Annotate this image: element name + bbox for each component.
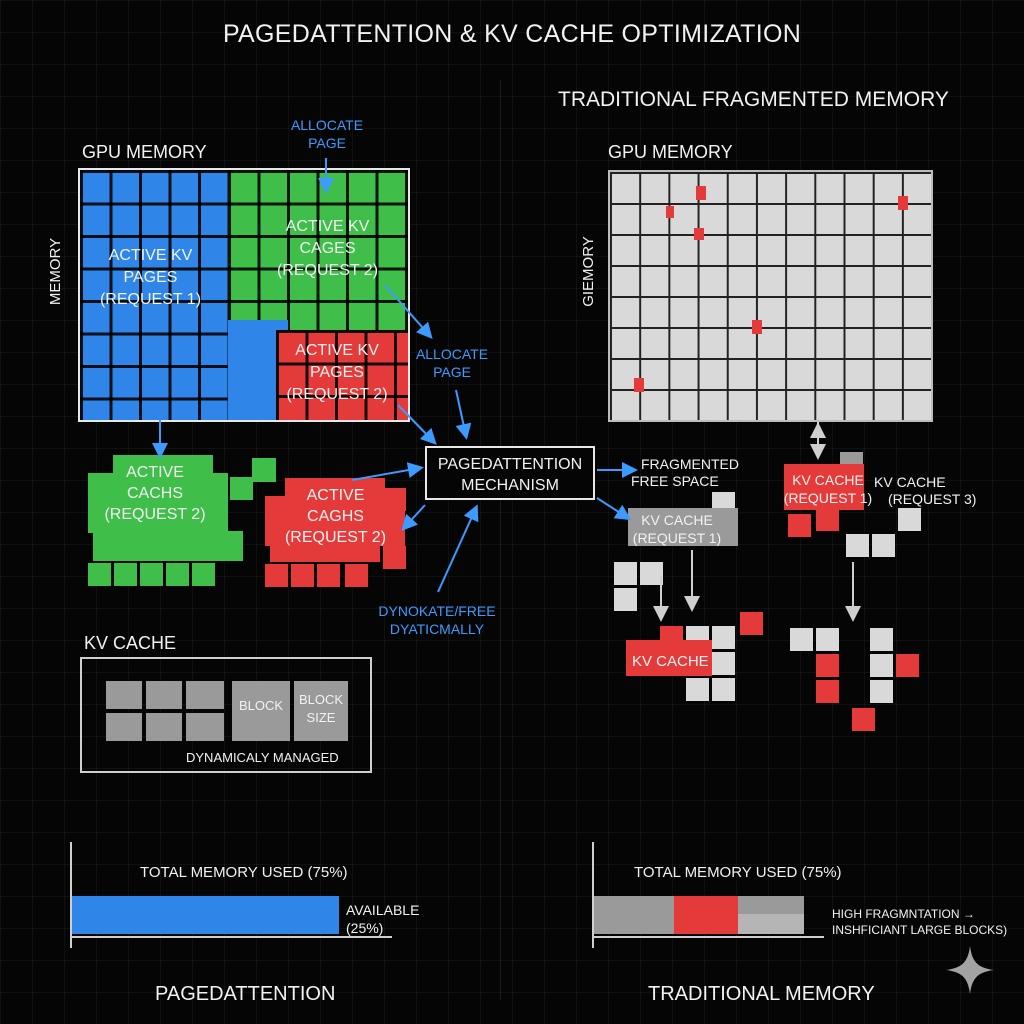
right-usage-baseline xyxy=(592,936,824,938)
right-cache-cluster-a xyxy=(614,490,744,611)
red-active-cache-cluster xyxy=(265,478,410,588)
kv-cache-title: KV CACHE xyxy=(84,633,177,653)
right-memory-axis-label: GIEMORY xyxy=(579,236,597,307)
right-gpu-memory-grid xyxy=(608,170,933,422)
fragment-cell xyxy=(752,320,762,334)
right-used-bar xyxy=(594,896,804,934)
page-title: PAGEDATTENTION & KV CACHE OPTIMIZATION xyxy=(222,20,802,48)
left-usage-baseline xyxy=(70,936,392,938)
right-section-title: TRADITIONAL FRAGMENTED MEMORY xyxy=(558,88,949,111)
left-gpu-memory-label: GPU MEMORY xyxy=(82,142,207,162)
right-usage-title: TOTAL MEMORY USED (75%) xyxy=(634,864,842,881)
kv-cache-req3-label: KV CACHE(REQUEST 3) xyxy=(874,474,977,507)
fragmentation-note: HIGH FRAGMNTATION →INSHFICIANT LARGE BLO… xyxy=(832,907,1008,937)
red-kv-region xyxy=(276,330,408,420)
right-cache-cluster-c xyxy=(622,612,772,704)
kv-block xyxy=(146,713,182,741)
section-divider xyxy=(500,80,501,1000)
right-gpu-memory-label: GPU MEMORY xyxy=(608,142,733,162)
kv-block xyxy=(186,681,224,709)
left-footer-label: PAGEDATTENTION xyxy=(155,983,336,1005)
arrow-allocate-to-mechanism xyxy=(455,389,472,440)
fragment-cell xyxy=(694,228,704,240)
kv-block xyxy=(106,713,142,741)
right-usage-track xyxy=(594,896,874,934)
kv-block xyxy=(106,681,142,709)
green-loose-block xyxy=(252,458,276,482)
left-used-bar xyxy=(72,896,339,934)
fragment-cell xyxy=(696,186,706,200)
green-active-cache-cluster xyxy=(88,455,253,590)
right-footer-label: TRADITIONAL MEMORY xyxy=(648,983,875,1005)
left-usage-track xyxy=(72,896,372,934)
left-memory-axis-label: MEMORY xyxy=(47,237,65,306)
blue-kv-region xyxy=(80,170,230,420)
free-block xyxy=(872,534,895,557)
arrow-dynamic-to-mechanism xyxy=(437,504,479,593)
right-usage-axis xyxy=(592,842,594,948)
free-block xyxy=(846,534,869,557)
kv-block xyxy=(146,681,182,709)
right-cache-cluster-b xyxy=(778,452,878,542)
left-usage-title: TOTAL MEMORY USED (75%) xyxy=(140,864,348,881)
kv-cache-req1-b-label: KV CACHE(REQUEST 1) xyxy=(783,472,873,506)
fragment-cell xyxy=(898,196,908,210)
fragment-cell xyxy=(634,378,644,392)
dynamically-managed-label: DYNAMICALY MANAGED xyxy=(186,750,339,765)
right-cache-cluster-d xyxy=(790,626,920,734)
free-block xyxy=(898,508,921,531)
left-usage-axis xyxy=(70,842,72,948)
kv-cache-bottom-label: KV CACHE xyxy=(632,653,709,670)
fragment-cell xyxy=(666,206,674,218)
available-label: AVAILABLE(25%) xyxy=(346,902,420,936)
block-label: BLOCK xyxy=(232,681,290,741)
sparkle-icon xyxy=(944,944,996,996)
kv-block xyxy=(186,713,224,741)
kv-cache-req1-a-label: KV CACHE(REQUEST 1) xyxy=(632,512,722,546)
left-gpu-memory-panel xyxy=(78,168,410,422)
